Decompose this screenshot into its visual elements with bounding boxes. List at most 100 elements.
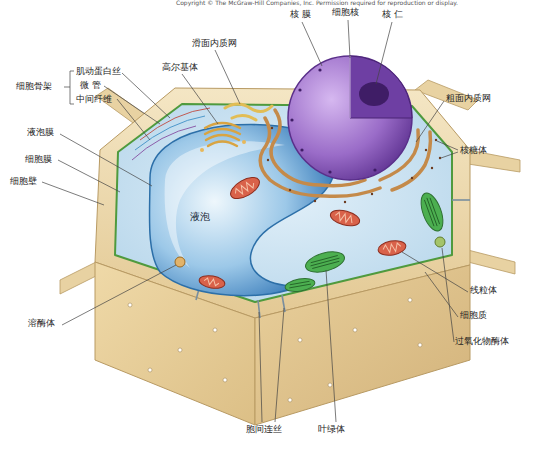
leader-line bbox=[326, 270, 336, 422]
leader-line bbox=[42, 182, 104, 205]
leader-line bbox=[416, 101, 444, 142]
chloroplast-body bbox=[284, 276, 316, 293]
thylakoids bbox=[289, 281, 311, 288]
ribosome bbox=[267, 159, 269, 161]
wall-pit bbox=[148, 368, 152, 372]
leader-line bbox=[442, 248, 454, 342]
wall-pit bbox=[418, 343, 422, 347]
cristae bbox=[233, 180, 255, 197]
wall-ridge bbox=[60, 262, 96, 294]
ribosome bbox=[411, 177, 413, 179]
part-label: 胞间连丝 bbox=[246, 425, 282, 435]
wall-pit bbox=[223, 378, 227, 382]
ribosome bbox=[371, 193, 373, 195]
golgi-vesicle bbox=[242, 140, 246, 144]
lysosome bbox=[175, 257, 185, 267]
mitochondrion-body bbox=[329, 207, 362, 228]
nuclear-pores bbox=[290, 68, 376, 173]
nucleolus bbox=[359, 82, 389, 106]
golgi-cisterna bbox=[208, 142, 237, 147]
leader-lines bbox=[42, 20, 468, 422]
wall-pit bbox=[353, 328, 357, 332]
chloroplast bbox=[303, 248, 346, 276]
nuclear-pore bbox=[328, 170, 331, 173]
leader-line bbox=[437, 141, 458, 150]
part-label: 溶酶体 bbox=[28, 319, 55, 329]
mitochondrion bbox=[377, 239, 407, 258]
wall-pit bbox=[298, 338, 302, 342]
part-label: 液泡膜 bbox=[27, 128, 54, 138]
chloroplasts bbox=[284, 190, 447, 293]
part-label: 核 仁 bbox=[382, 10, 403, 20]
ribosome bbox=[431, 167, 433, 169]
leader-line bbox=[259, 312, 262, 422]
ribosome bbox=[314, 200, 316, 202]
wall-pit bbox=[328, 383, 332, 387]
part-label: 细胞壁 bbox=[10, 177, 37, 187]
chloroplast-body bbox=[417, 190, 448, 234]
part-label: 细胞骨架 bbox=[16, 82, 52, 92]
leader-line bbox=[348, 20, 350, 58]
golgi-cisterna bbox=[206, 135, 239, 140]
part-label: 线粒体 bbox=[470, 286, 497, 296]
leader-line bbox=[60, 134, 152, 186]
wall-pit bbox=[408, 298, 412, 302]
ribosome bbox=[439, 157, 441, 159]
leader-line bbox=[275, 308, 284, 422]
part-label: 滑面内质网 bbox=[192, 39, 237, 49]
part-label: 细胞核 bbox=[332, 8, 359, 18]
ribosome bbox=[289, 189, 291, 191]
thylakoids bbox=[310, 255, 341, 269]
leader-line bbox=[441, 152, 458, 158]
cristae bbox=[204, 278, 220, 287]
mitochondria bbox=[198, 173, 407, 290]
leader-line bbox=[425, 272, 458, 317]
leader-line bbox=[62, 265, 176, 325]
mitochondrion-body bbox=[198, 274, 226, 290]
wall-pit bbox=[288, 398, 292, 402]
mitochondrion bbox=[329, 207, 362, 228]
mitochondrion bbox=[198, 274, 226, 290]
nucleus-cut-edge bbox=[350, 56, 351, 118]
nuclear-pore bbox=[318, 68, 321, 71]
golgi-vesicle bbox=[200, 148, 204, 152]
part-label: 核糖体 bbox=[460, 146, 487, 156]
wall-pit bbox=[213, 328, 217, 332]
wall-ridge bbox=[468, 250, 515, 274]
part-label: 中间纤维 bbox=[76, 95, 112, 105]
er-tube bbox=[225, 104, 272, 112]
golgi-apparatus bbox=[200, 123, 246, 152]
vacuole-highlight bbox=[165, 141, 285, 268]
nuclear-pore bbox=[373, 168, 376, 171]
nuclear-pore bbox=[300, 148, 303, 151]
golgi-cisterna bbox=[205, 123, 240, 128]
peroxisome bbox=[435, 237, 445, 247]
leader-line bbox=[215, 50, 240, 104]
ribosome bbox=[425, 149, 427, 151]
plasmodesma bbox=[282, 295, 285, 312]
leader-line bbox=[58, 160, 120, 192]
leader-line bbox=[117, 99, 150, 140]
thylakoids bbox=[424, 197, 440, 227]
bracket bbox=[64, 71, 74, 104]
leader-line bbox=[104, 86, 160, 124]
part-label: 叶绿体 bbox=[318, 425, 345, 435]
chloroplast-body bbox=[303, 248, 346, 276]
leader-line bbox=[302, 22, 322, 66]
ribosome bbox=[344, 201, 346, 203]
leader-line bbox=[376, 22, 392, 84]
part-label: 高尔基体 bbox=[162, 63, 198, 73]
chloroplast bbox=[417, 190, 448, 234]
part-label: 肌动蛋白丝 bbox=[76, 67, 121, 77]
wall-pit bbox=[128, 303, 132, 307]
leader-line bbox=[182, 74, 218, 124]
plasmodesma bbox=[452, 199, 470, 201]
part-label: 过氧化物酶体 bbox=[455, 337, 509, 347]
watermark: Copyright © The McGraw-Hill Companies, I… bbox=[176, 0, 458, 7]
golgi-cisterna bbox=[205, 129, 240, 134]
wall-pit bbox=[178, 348, 182, 352]
mitochondrion-body bbox=[227, 173, 263, 203]
chloroplast bbox=[284, 276, 316, 293]
leader-line bbox=[122, 73, 170, 118]
